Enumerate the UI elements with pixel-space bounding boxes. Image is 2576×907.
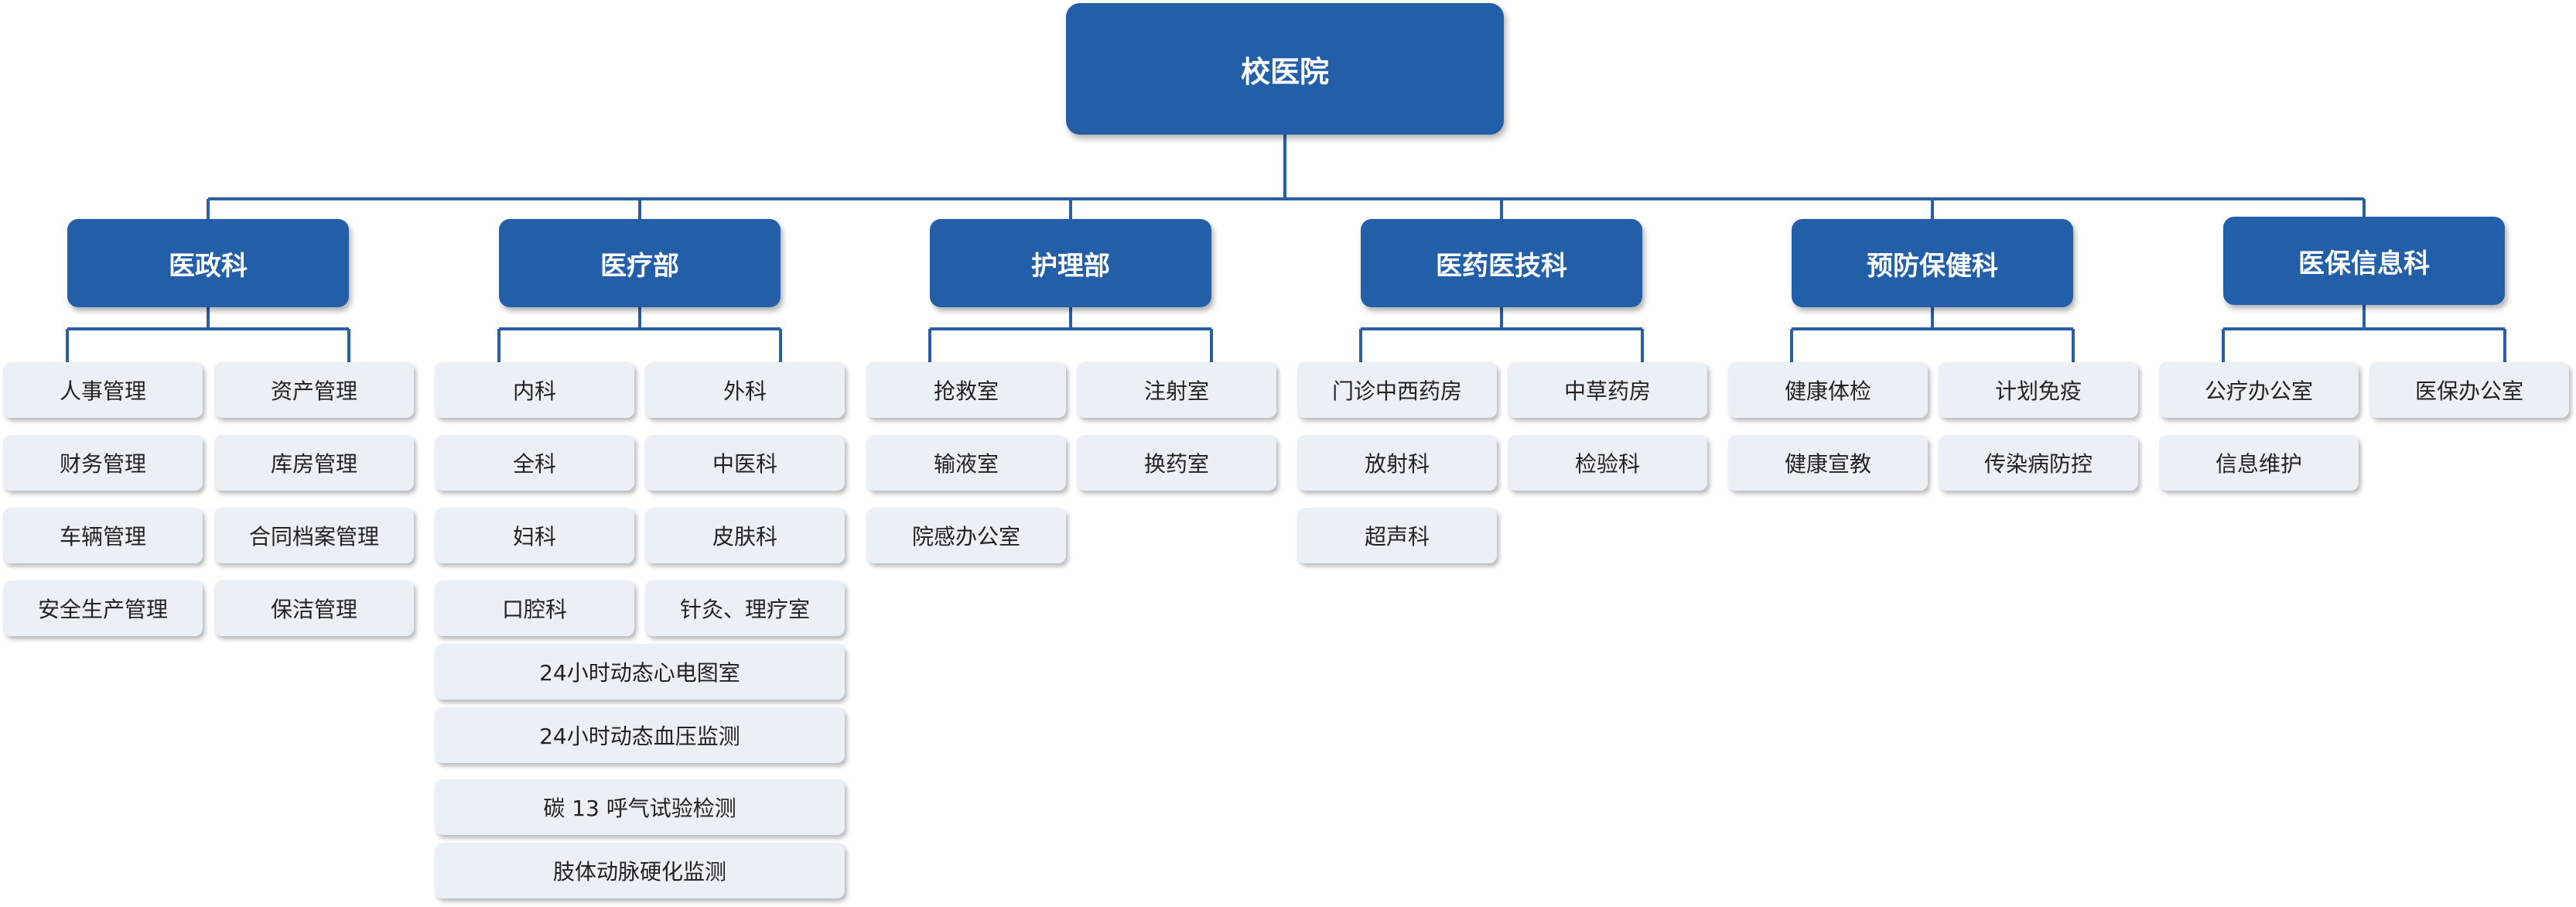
unit-node: 中草药房 [1508,362,1707,418]
unit-node: 24小时动态心电图室 [435,644,845,700]
unit-node: 健康宣教 [1728,435,1928,491]
unit-node: 妇科 [435,508,634,563]
unit-node: 外科 [645,362,845,418]
unit-node: 资产管理 [214,362,414,418]
unit-node: 财务管理 [3,435,203,491]
unit-node: 全科 [435,435,634,491]
unit-node: 检验科 [1508,435,1707,491]
unit-node: 院感办公室 [866,508,1066,563]
unit-node: 皮肤科 [645,508,845,563]
unit-node: 医保办公室 [2369,362,2569,418]
unit-node: 24小时动态血压监测 [435,707,845,763]
unit-node: 针灸、理疗室 [645,580,845,636]
unit-node: 口腔科 [435,580,634,636]
unit-node: 健康体检 [1728,362,1928,418]
unit-node: 注射室 [1077,362,1276,418]
unit-node: 中医科 [645,435,845,491]
unit-node: 合同档案管理 [214,508,414,563]
unit-node: 碳 13 呼气试验检测 [435,779,845,835]
unit-node: 输液室 [866,435,1066,491]
unit-node: 肢体动脉硬化监测 [435,843,845,898]
unit-node: 安全生产管理 [3,580,203,636]
unit-node: 公疗办公室 [2159,362,2359,418]
unit-node: 放射科 [1297,435,1497,491]
unit-node: 保洁管理 [214,580,414,636]
unit-node: 换药室 [1077,435,1276,491]
dept-node: 医疗部 [499,219,781,307]
unit-node: 人事管理 [3,362,203,418]
dept-node: 护理部 [930,219,1211,307]
dept-node: 医药医技科 [1361,219,1642,307]
dept-node: 医政科 [67,219,349,307]
dept-node: 预防保健科 [1792,219,2073,307]
unit-node: 计划免疫 [1939,362,2138,418]
unit-node: 车辆管理 [3,508,203,563]
dept-node: 医保信息科 [2223,217,2505,305]
unit-node: 传染病防控 [1939,435,2138,491]
unit-node: 抢救室 [866,362,1066,418]
unit-node: 信息维护 [2159,435,2359,491]
unit-node: 门诊中西药房 [1297,362,1497,418]
unit-node: 库房管理 [214,435,414,491]
unit-node: 内科 [435,362,634,418]
unit-node: 超声科 [1297,508,1497,563]
root-node: 校医院 [1066,3,1504,135]
